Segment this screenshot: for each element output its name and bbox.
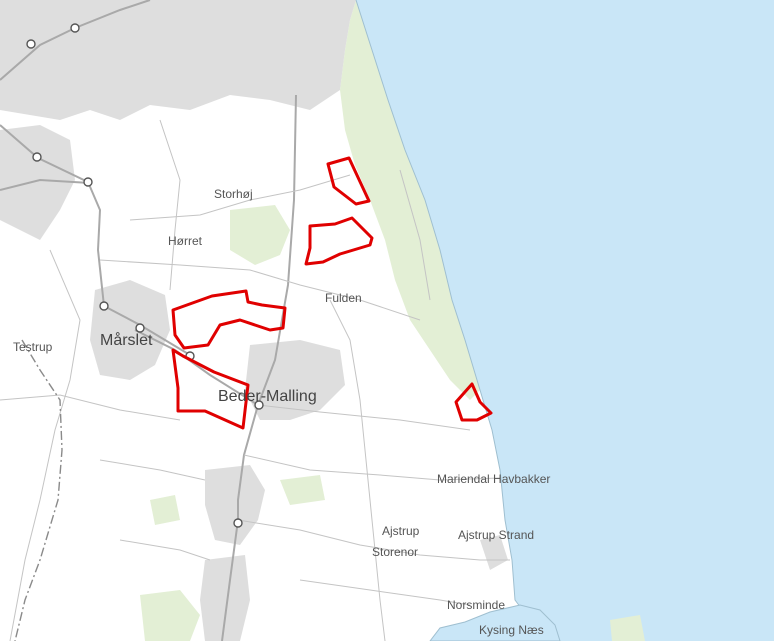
label-horret: Hørret — [168, 234, 203, 248]
highlighted-area[interactable] — [171, 348, 250, 430]
label-ajstrup-strand: Ajstrup Strand — [458, 528, 534, 542]
label-mariendal-havbakker: Mariendal Havbakker — [437, 472, 550, 486]
label-storhoj: Storhøj — [214, 187, 253, 201]
label-marslet: Mårslet — [100, 331, 153, 349]
highlighted-area[interactable] — [454, 382, 493, 422]
norsminde-inlet — [429, 604, 561, 641]
highlighted-area[interactable] — [171, 289, 287, 350]
highlighted-area[interactable] — [304, 216, 374, 266]
sea-area — [356, 0, 774, 641]
label-fulden: Fulden — [325, 291, 362, 305]
highlighted-areas[interactable] — [171, 156, 493, 430]
station-markers — [26, 23, 264, 528]
label-testrup: Testrup — [13, 340, 53, 354]
highlighted-area[interactable] — [326, 156, 371, 206]
coastline — [355, 0, 541, 641]
railway-line — [14, 339, 63, 641]
place-labels: Storhøj Hørret Fulden Testrup Mårslet Be… — [13, 187, 550, 637]
label-beder-malling: Beder-Malling — [218, 388, 317, 405]
urban-areas — [0, 0, 508, 641]
label-kysing-naes: Kysing Næs — [479, 623, 544, 637]
label-ajstrup: Ajstrup — [382, 524, 420, 538]
label-storenor: Storenor — [372, 545, 418, 559]
label-norsminde: Norsminde — [447, 598, 505, 612]
